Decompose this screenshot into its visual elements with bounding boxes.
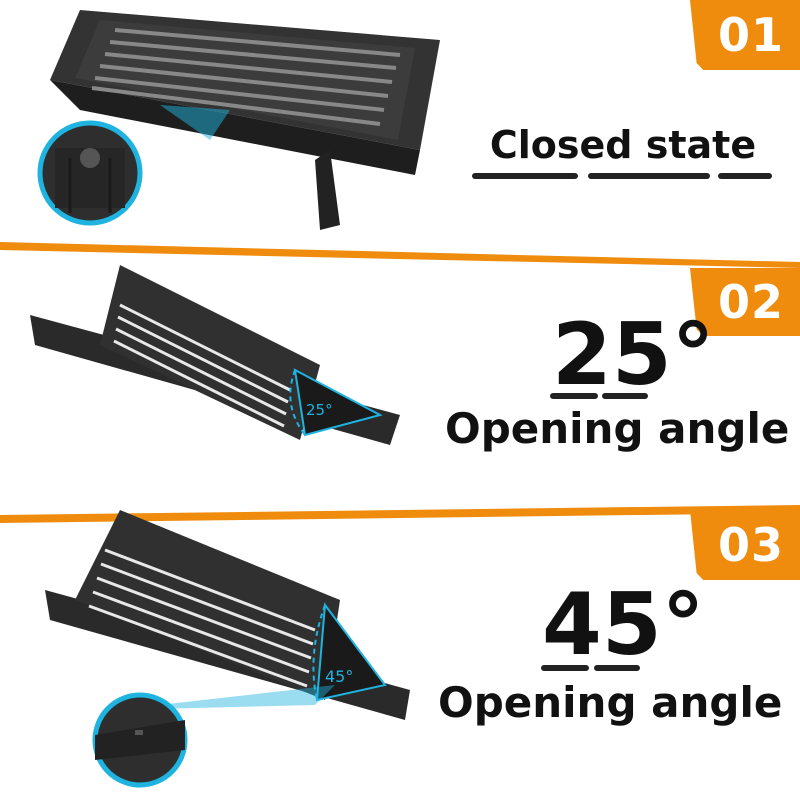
angle-text: 25° <box>552 305 715 405</box>
step-badge-01: 01 <box>690 0 800 70</box>
angle-underline <box>602 393 648 399</box>
opening-angle-caption: Opening angle <box>438 678 783 727</box>
opening-angle-caption: Opening angle <box>445 404 790 453</box>
title-underline <box>588 173 710 179</box>
closed-state-title: Closed state <box>489 123 757 167</box>
angle-text: 45° <box>542 575 705 675</box>
vent-closed-image <box>50 10 440 230</box>
angle-label: 25° <box>306 401 333 419</box>
angle-value-45: 45° <box>542 582 705 668</box>
orange-divider-1 <box>0 242 800 268</box>
callout-beam-icon <box>115 685 335 710</box>
angle-underline <box>594 665 640 671</box>
panel-closed-state: 01 Closed state <box>0 0 800 245</box>
angle-value-25: 25° <box>552 312 715 398</box>
angle-underline <box>541 665 589 671</box>
orange-divider-2 <box>0 505 800 523</box>
callout-beam-icon <box>160 105 230 140</box>
step-badge-02: 02 <box>690 268 800 336</box>
vent-45-degree-image: 45° <box>45 510 410 720</box>
title-underline <box>472 173 578 179</box>
vent-25-degree-image: 25° <box>30 265 400 445</box>
angle-underline <box>550 393 598 399</box>
magnifier-callout-icon <box>37 120 143 226</box>
angle-label: 45° <box>325 667 353 686</box>
title-underline <box>718 173 772 179</box>
magnifier-callout-icon <box>92 692 188 788</box>
